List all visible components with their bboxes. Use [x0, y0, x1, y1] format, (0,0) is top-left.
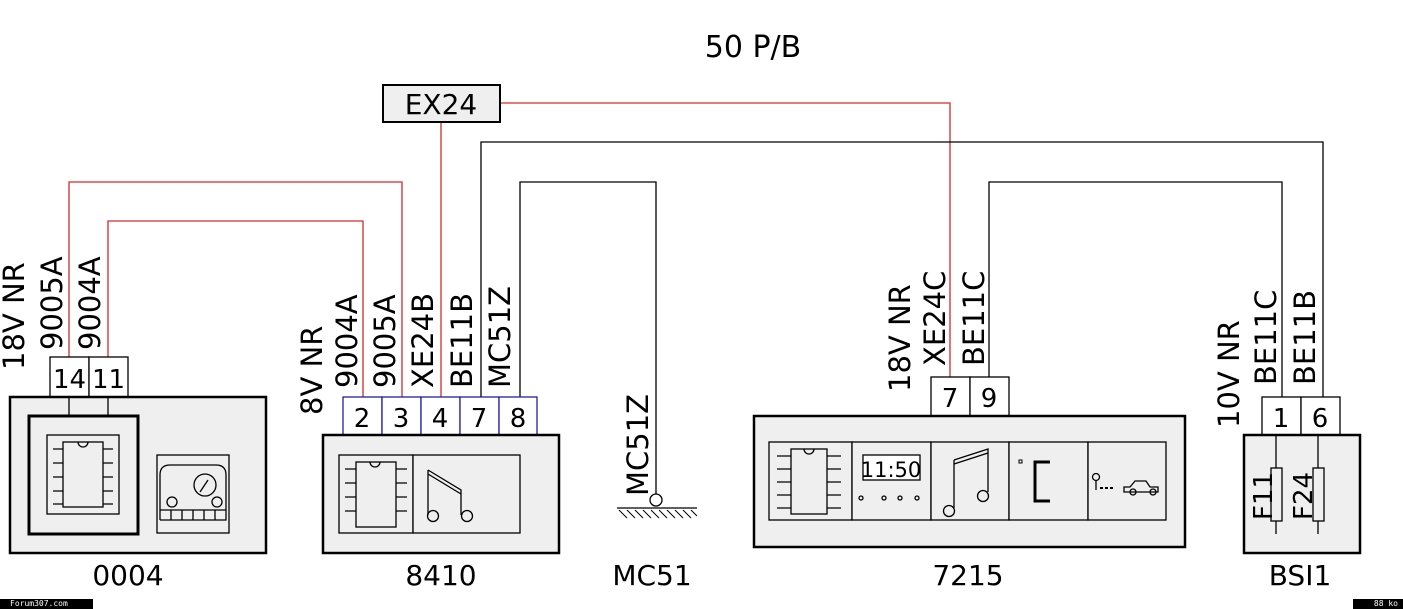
ex24-label: EX24 — [405, 88, 478, 121]
clock-icon: 11:50 — [851, 441, 932, 521]
pin-label: 2 — [354, 404, 371, 434]
component-label: BSI1 — [1269, 559, 1332, 592]
footer-file-size: 88 ko — [1353, 599, 1403, 609]
wire-label: 18V NR — [0, 262, 31, 370]
fuse-icon — [1270, 467, 1283, 522]
diagram-title: 50 P/B — [705, 30, 802, 65]
wire-xe24c — [500, 102, 951, 377]
pin-label: 9 — [981, 384, 998, 414]
wire-9004a — [107, 220, 364, 397]
wire-label: BE11B — [1288, 290, 1322, 385]
footer-watermark: Forum307.com — [0, 599, 93, 609]
gauge-icon — [156, 454, 230, 534]
pin-label: 6 — [1312, 404, 1329, 434]
component-bsi1: 10V NR BE11C BE11B 1 6 F11 F24 BSI1 — [1212, 290, 1362, 592]
chip-icon — [46, 434, 120, 515]
fuse-label: F24 — [1289, 472, 1319, 520]
temperature-icon — [1008, 441, 1089, 521]
component-label: 8410 — [405, 559, 476, 592]
wire-label: MC51Z — [483, 286, 517, 388]
chip-icon — [768, 441, 853, 521]
pin-label: 7 — [471, 404, 488, 434]
key-car-icon — [1087, 441, 1167, 521]
wires — [68, 102, 1324, 494]
pin-label: 4 — [432, 404, 449, 434]
pin-label: 7 — [942, 384, 959, 414]
fuse-label: F11 — [1249, 472, 1279, 520]
wire-label: 10V NR — [1212, 320, 1246, 428]
component-label: MC51 — [612, 559, 691, 592]
wire-9005a — [68, 181, 403, 397]
component-label: 7215 — [932, 559, 1003, 592]
pin-label: 8 — [510, 404, 527, 434]
wire-label: MC51Z — [621, 394, 655, 496]
component-7215: 18V NR XE24C BE11C 7 9 11:50 — [752, 271, 1187, 592]
wire-label: 9004A — [330, 294, 364, 388]
wire-be11c — [988, 181, 1283, 397]
ground-icon — [649, 493, 663, 507]
pin-label: 14 — [53, 365, 86, 395]
wire-label: BE11B — [445, 293, 479, 388]
wire-label: 9005A — [368, 294, 402, 388]
chip-icon — [338, 454, 414, 534]
pin-label: 3 — [393, 404, 410, 434]
wire-label: 9005A — [35, 256, 69, 350]
wire-label: XE24B — [406, 293, 440, 388]
wire-label: XE24C — [918, 271, 952, 366]
component-8410: 8V NR 9004A 9005A XE24B BE11B MC51Z 2 3 … — [295, 286, 561, 592]
pin-label: 11 — [92, 365, 125, 395]
fuse-icon — [1312, 467, 1325, 522]
clock-display: 11:50 — [861, 458, 922, 482]
component-0004: 18V NR 9005A 9004A 14 11 0004 — [0, 256, 268, 592]
music-note-icon — [412, 454, 521, 534]
ex24-junction: EX24 — [382, 84, 501, 123]
wire-label: 8V NR — [295, 326, 329, 415]
wire-label: 9004A — [73, 256, 107, 350]
wire-be11b — [480, 141, 1324, 397]
ground-mc51: MC51Z MC51 — [612, 394, 698, 592]
music-note-icon — [930, 441, 1010, 521]
wire-label: BE11C — [957, 271, 991, 366]
wire-label: BE11C — [1249, 290, 1283, 385]
wire-label: 18V NR — [883, 284, 917, 392]
pin-label: 1 — [1273, 404, 1290, 434]
wire-mc51z — [519, 181, 657, 494]
component-label: 0004 — [92, 559, 163, 592]
